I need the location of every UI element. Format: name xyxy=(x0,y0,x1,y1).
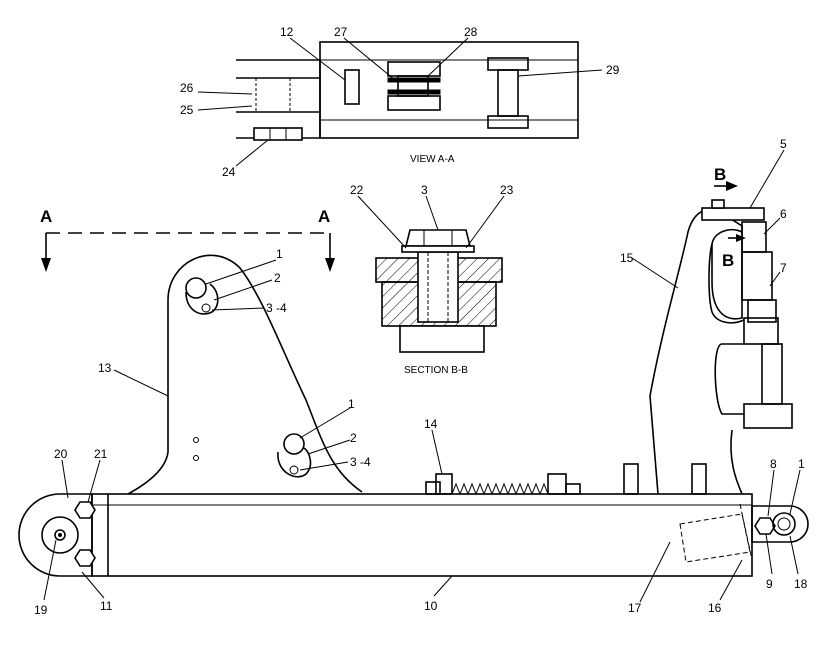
section-marker-b-top: B xyxy=(714,165,726,184)
callout-3-4-upper: 3 -4 xyxy=(266,301,287,315)
callout-1-lower: 1 xyxy=(348,397,355,411)
callout-7: 7 xyxy=(780,261,787,275)
callout-28: 28 xyxy=(464,25,478,39)
hex-bolt-upper xyxy=(74,501,96,519)
callout-22: 22 xyxy=(350,183,364,197)
callout-17: 17 xyxy=(628,601,642,615)
main-arm xyxy=(18,463,809,577)
callout-21: 21 xyxy=(94,447,108,461)
callout-13: 13 xyxy=(98,361,112,375)
pin-right xyxy=(772,512,796,536)
callout-11: 11 xyxy=(100,599,113,613)
section-marker-a-right: A xyxy=(318,207,330,226)
callout-16: 16 xyxy=(708,601,722,615)
callout-10: 10 xyxy=(424,599,438,613)
clevis-fork xyxy=(236,59,321,139)
callout-1-upper: 1 xyxy=(276,247,283,261)
callout-26: 26 xyxy=(180,81,194,95)
callout-9: 9 xyxy=(766,577,773,591)
hex-bolt-lower xyxy=(74,549,96,567)
callout-12: 12 xyxy=(280,25,294,39)
section-bb-detail: SECTION B-B xyxy=(375,229,503,376)
leader-lines xyxy=(43,37,801,603)
bracket-outline xyxy=(127,254,363,495)
tower-cap-plate xyxy=(701,207,765,221)
callout-3-section: 3 xyxy=(421,183,428,197)
tower-column xyxy=(741,251,773,301)
left-bracket xyxy=(127,254,363,495)
callout-23: 23 xyxy=(500,183,514,197)
view-aa-detail: VIEW A-A xyxy=(236,41,579,165)
section-marker-a-left: A xyxy=(40,207,52,226)
callout-5: 5 xyxy=(780,137,787,151)
view-aa-caption: VIEW A-A xyxy=(410,154,455,165)
right-clevis xyxy=(751,505,809,543)
bracket-pin-lower xyxy=(283,433,305,455)
callout-2-upper: 2 xyxy=(274,271,281,285)
callout-27: 27 xyxy=(334,25,348,39)
section-bb-washer xyxy=(401,245,475,253)
callout-14: 14 xyxy=(424,417,438,431)
callout-2-lower: 2 xyxy=(350,431,357,445)
callout-6: 6 xyxy=(780,207,787,221)
section-bb-bolt-head xyxy=(404,229,472,247)
callout-20: 20 xyxy=(54,447,68,461)
callout-8: 8 xyxy=(770,457,777,471)
callout-29: 29 xyxy=(606,63,620,77)
left-end-cap xyxy=(18,493,93,577)
right-tower: B B xyxy=(649,165,793,495)
hidden-cylinder xyxy=(679,513,751,563)
hex-nut-right xyxy=(754,517,776,535)
section-marker-b-bottom: B xyxy=(722,251,734,270)
callout-15: 15 xyxy=(620,251,634,265)
view-aa-bolt xyxy=(253,127,303,141)
bracket-pin-upper xyxy=(185,277,207,299)
section-bb-caption: SECTION B-B xyxy=(404,365,468,376)
callout-19: 19 xyxy=(34,603,48,617)
arm-body xyxy=(91,493,753,577)
cutting-plane-aa: A A xyxy=(40,207,335,272)
callout-18: 18 xyxy=(794,577,808,591)
callout-1-right: 1 xyxy=(798,457,805,471)
view-aa-pin-upper xyxy=(387,61,441,77)
callout-25: 25 xyxy=(180,103,194,117)
section-bb-bolt-shank xyxy=(417,251,459,323)
callout-3-4-lower: 3 -4 xyxy=(350,455,371,469)
callouts: 12 27 28 29 26 25 24 22 3 23 5 6 7 15 1 … xyxy=(34,25,808,617)
callout-24: 24 xyxy=(222,165,236,179)
